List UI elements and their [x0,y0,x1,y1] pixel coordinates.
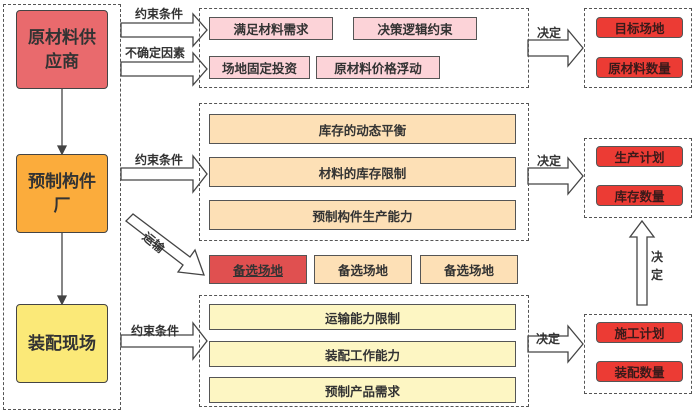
constraint-item: 装配工作能力 [209,341,516,367]
factory-to-site-connector [56,233,68,306]
constraint-item: 场地固定投资 [209,56,310,79]
decide-label-3: 决定 [536,332,561,346]
uncertainty-arrow [120,51,208,87]
candidate-site[interactable]: 备选场地 [420,255,518,284]
output-production-plan: 生产计划 [596,146,683,167]
site-outputs-group [584,314,692,394]
precast-factory-label: 预制构件厂 [28,171,96,216]
constraint-item: 预制构件生产能力 [209,200,516,230]
constraint-item: 库存的动态平衡 [209,114,516,144]
decide-label-2: 决定 [537,154,562,168]
candidate-site[interactable]: 备选场地 [314,255,412,284]
output-inventory-quantity: 库存数量 [596,185,683,206]
constraint-item: 材料的库存限制 [209,157,516,187]
decide-arrow-3 [527,324,584,364]
site-constraints-group [199,295,529,407]
output-target-site: 目标场地 [596,17,683,38]
precast-factory-node: 预制构件厂 [16,154,108,233]
constraint-item: 满足材料需求 [209,17,333,40]
constraint-item: 原材料价格浮动 [316,56,440,79]
supplier-outputs-group [584,8,692,88]
factory-constraints-group [199,103,529,241]
supplier-to-factory-connector [56,89,68,156]
factory-outputs-group [584,138,692,218]
supplier-uncertainty-label: 不确定因素 [125,46,186,60]
output-construction-plan: 施工计划 [596,322,683,343]
output-assembly-quantity: 装配数量 [596,361,683,382]
supplier-label: 原材料供应商 [28,27,96,72]
assembly-site-node: 装配现场 [16,304,108,383]
supplier-node: 原材料供应商 [16,10,108,89]
decide-arrow-1 [527,28,584,68]
constraint-item: 决策逻辑约束 [353,17,477,40]
factory-constraint-label: 约束条件 [135,153,184,167]
decide-label-1: 决定 [537,26,562,40]
constraint-arrow-3 [120,321,208,361]
candidate-site-selected[interactable]: 备选场地 [209,255,307,284]
transport-arrow [125,213,205,276]
actors-group [3,4,121,410]
constraint-item: 运输能力限制 [209,304,516,330]
assembly-site-label: 装配现场 [28,333,96,354]
decide-arrow-2 [527,156,584,196]
constraint-arrow-2 [120,154,208,194]
site-constraint-label: 约束条件 [131,324,180,338]
constraint-item: 预制产品需求 [209,377,516,403]
constraint-arrow-1 [120,12,208,48]
supplier-constraint-label: 约束条件 [135,7,184,21]
output-material-quantity: 原材料数量 [596,57,683,78]
supplier-constraints-group [199,8,529,88]
decide-arrow-vertical [628,219,656,306]
decide-label-vertical: 决定 [651,250,664,282]
